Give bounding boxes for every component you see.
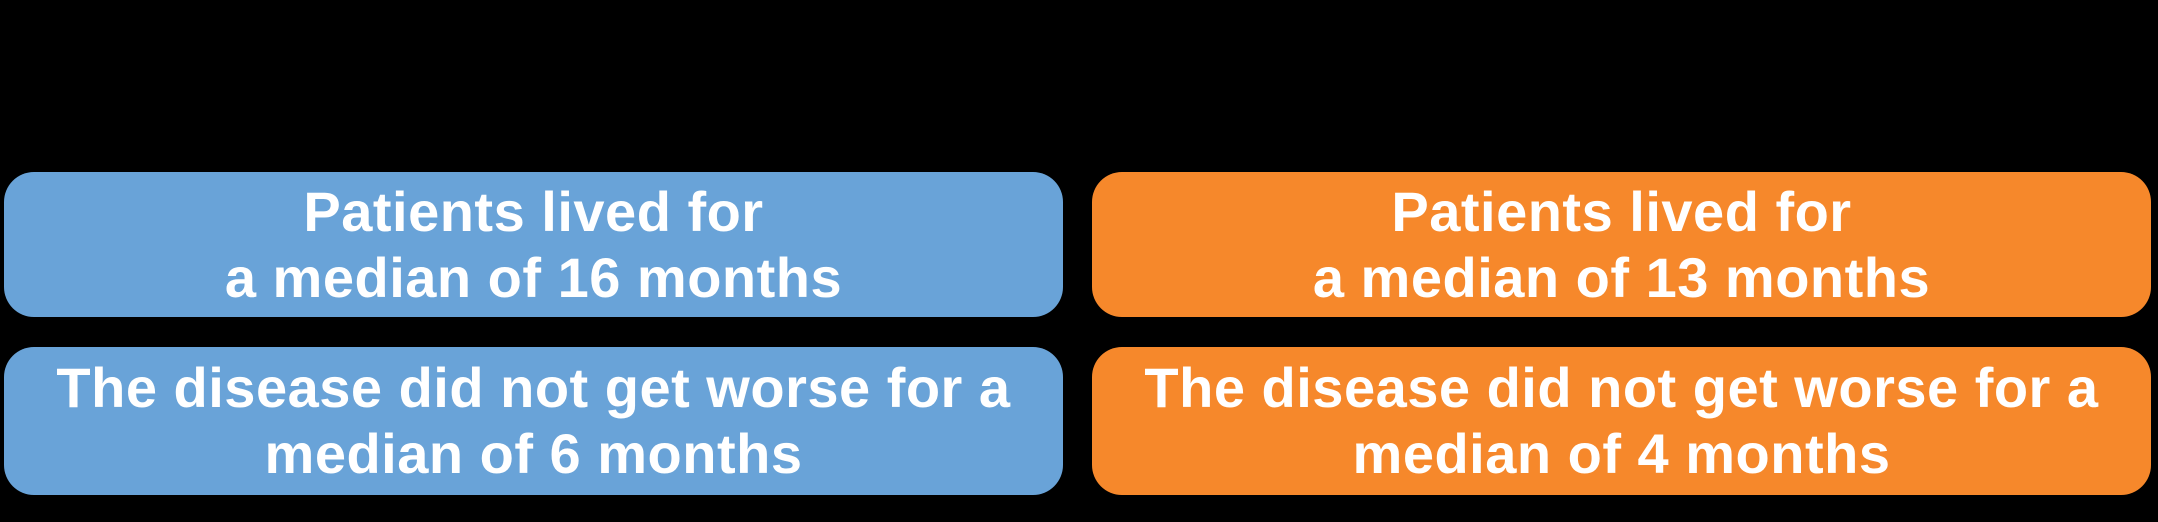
progression-blue-line-2: median of 6 months — [264, 422, 803, 485]
survival-card-blue: Patients lived for a median of 16 months — [4, 172, 1063, 317]
survival-blue-line-2: a median of 16 months — [224, 245, 843, 309]
progression-blue-line-1: The disease did not get worse for a — [56, 356, 1011, 419]
survival-orange-line-1: Patients lived for — [1391, 179, 1852, 243]
progression-card-blue: The disease did not get worse for a medi… — [4, 347, 1063, 495]
progression-card-orange: The disease did not get worse for a medi… — [1092, 347, 2151, 495]
survival-blue-line-1: Patients lived for — [303, 179, 764, 243]
progression-orange-line-1: The disease did not get worse for a — [1144, 356, 2099, 419]
survival-orange-line-2: a median of 13 months — [1312, 245, 1931, 309]
survival-card-orange: Patients lived for a median of 13 months — [1092, 172, 2151, 317]
progression-orange-line-2: median of 4 months — [1352, 422, 1891, 485]
